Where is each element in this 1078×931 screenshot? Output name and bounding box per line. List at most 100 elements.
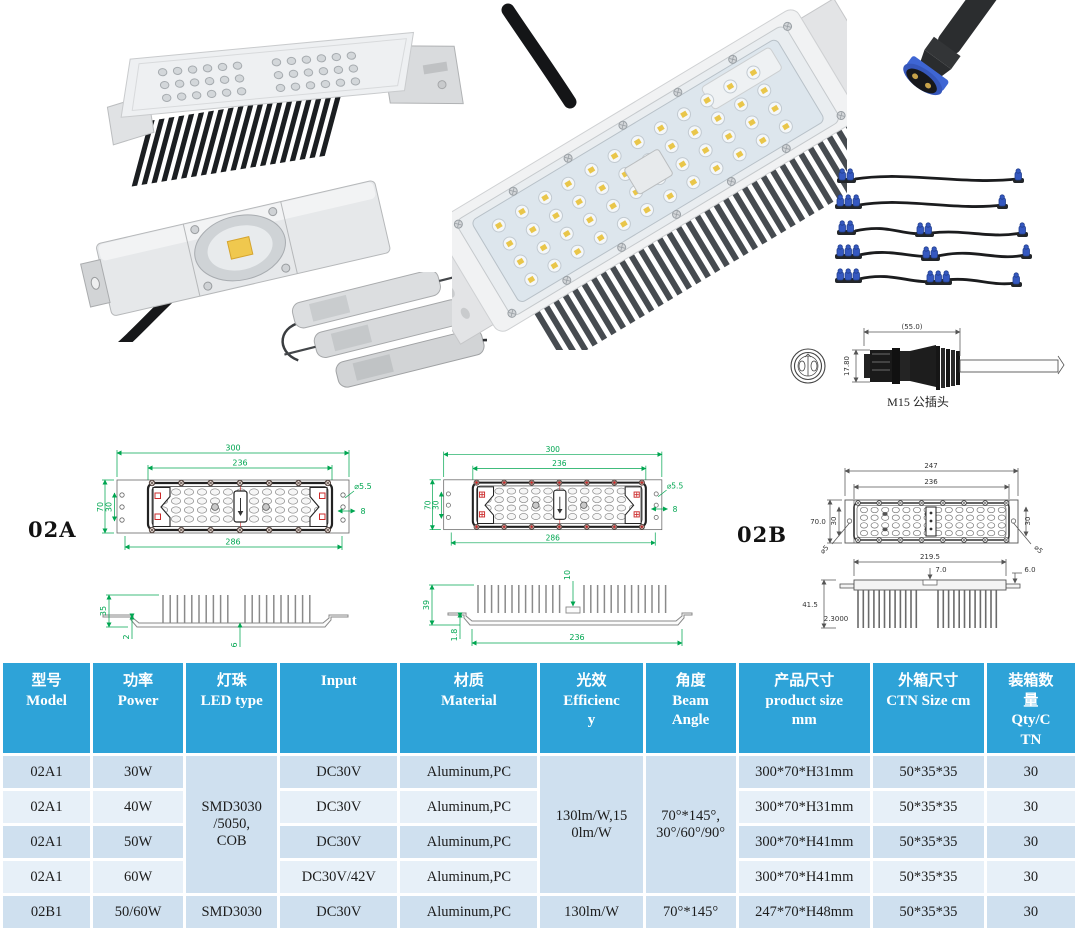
dim-profile-notch: 10 [563, 570, 572, 580]
dim-profile-tab: 1.8 [450, 629, 459, 642]
cell-power: 40W [93, 791, 184, 823]
dim-hole-span: 30 [432, 500, 441, 510]
col-header-qty: 装箱数 量 Qty/C TN [986, 663, 1075, 753]
dim-inner-width: 286 [546, 533, 561, 542]
cell-material: Aluminum,PC [400, 756, 538, 788]
photo-m15-connector [903, 0, 999, 96]
dim-lens-width: 236 [924, 478, 938, 486]
cell-ctn-size: 50*35*35 [872, 756, 984, 788]
pin [925, 82, 932, 89]
connector-handle [937, 0, 999, 54]
dim-profile-height: 41.5 [802, 601, 818, 609]
dim-profile-height: 35 [99, 606, 108, 616]
connector-front-view [790, 348, 826, 384]
dim-inner-width: 286 [225, 538, 240, 547]
cell-qty: 30 [986, 791, 1075, 823]
dim-profile-notch: 7.0 [935, 566, 946, 574]
dim-height: 70 [424, 500, 433, 510]
col-header-product-size: 产品尺寸 product size mm [738, 663, 870, 753]
splitter-cable [835, 244, 1032, 261]
dim-profile-width: 236 [569, 633, 584, 642]
table-row: 02A1 50W DC30V Aluminum,PC 300*70*H41mm … [3, 826, 1075, 858]
cell-model: 02A1 [3, 791, 91, 823]
cell-input: DC30V [280, 791, 398, 823]
cell-power: 60W [93, 861, 184, 893]
col-header-input: Input [280, 663, 398, 753]
dim-profile-base: 2.3000 [824, 615, 849, 623]
dim-outer-width: 300 [546, 445, 561, 454]
cell-power: 50W [93, 826, 184, 858]
dim-outer-width: 300 [225, 444, 240, 453]
splitter-cable [835, 268, 1022, 287]
dim-hole-dia-right: ⌀5 [1033, 544, 1045, 556]
cell-material: Aluminum,PC [400, 896, 538, 928]
cell-model: 02A1 [3, 861, 91, 893]
connector-side-view [864, 345, 1065, 390]
cell-input: DC30V [280, 756, 398, 788]
photo-led-module-large [452, 0, 847, 350]
cell-power: 30W [93, 756, 184, 788]
cell-model: 02A1 [3, 826, 91, 858]
pin [912, 73, 919, 80]
splitter-cable [835, 194, 1008, 209]
cell-ctn-size: 50*35*35 [872, 791, 984, 823]
dim-hole-span-right: 30 [1024, 517, 1032, 526]
dim-hole-offset: 8 [360, 507, 365, 516]
m15-connector-label: M15 公插头 [887, 395, 949, 409]
cell-efficiency: 130lm/W [540, 896, 643, 928]
cell-product-size: 300*70*H41mm [738, 861, 870, 893]
cell-product-size: 247*70*H48mm [738, 896, 870, 928]
dim-hole-offset: 8 [673, 505, 678, 514]
cable [501, 3, 577, 109]
dim-hole-dia-left: ⌀5 [819, 544, 831, 556]
drawing-02a2-top-view: 300 236 70 30 286 ⌀5.5 8 [424, 445, 684, 563]
dim-hole-span-left: 30 [830, 517, 838, 526]
col-header-beam-angle: 角度 Beam Angle [645, 663, 736, 753]
col-header-ctn-size: 外箱尺寸 CTN Size cm [872, 663, 984, 753]
cell-beam-angle: 70°*145° [645, 896, 736, 928]
cell-material: Aluminum,PC [400, 861, 538, 893]
dim-profile-width: 219.5 [920, 553, 940, 561]
drawing-02a2-heatsink-profile: 39 1.8 10 236 [422, 570, 693, 646]
dim-profile-height: 39 [422, 600, 431, 610]
cell-material: Aluminum,PC [400, 826, 538, 858]
dim-height: 70.0 [810, 518, 826, 526]
dim-profile-notch: 6 [230, 642, 239, 647]
col-header-model: 型号 Model [3, 663, 91, 753]
spec-table: 型号 Model 功率 Power 灯珠 LED type Input 材质 M… [0, 660, 1078, 931]
table-row: 02A1 60W DC30V/42V Aluminum,PC 300*70*H4… [3, 861, 1075, 893]
cell-model: 02A1 [3, 756, 91, 788]
table-row: 02A1 40W DC30V Aluminum,PC 300*70*H31mm … [3, 791, 1075, 823]
drawing-02b-heatsink-profile: 219.5 7.0 6.0 41.5 2.3000 [802, 553, 1036, 629]
dim-connector-diameter: 17.80 [843, 356, 851, 376]
cell-input: DC30V [280, 896, 398, 928]
dim-hole-dia: ⌀5.5 [354, 482, 372, 491]
splitter-cable [837, 220, 1028, 237]
cell-ctn-size: 50*35*35 [872, 896, 984, 928]
table-row: 02B1 50/60W SMD3030 DC30V Aluminum,PC 13… [3, 896, 1075, 928]
cell-power: 50/60W [93, 896, 184, 928]
dim-connector-length: (55.0) [901, 323, 922, 331]
col-header-material: 材质 Material [400, 663, 538, 753]
dim-outer-width: 247 [924, 462, 937, 470]
cell-qty: 30 [986, 756, 1075, 788]
drawing-02a-heatsink-profile: 35 2 6 [99, 594, 349, 648]
drawing-label-02a: 02A [28, 517, 77, 542]
cell-qty: 30 [986, 861, 1075, 893]
splitter-cable [837, 168, 1024, 183]
dim-hole-dia: ⌀5.5 [667, 481, 684, 490]
dim-profile-tab: 2 [122, 634, 131, 639]
cell-qty: 30 [986, 826, 1075, 858]
drawing-02b-top-view: 247 236 70.0 30 30 ⌀5 ⌀5 [810, 462, 1045, 556]
cell-led-type: SMD3030 [186, 896, 278, 928]
cell-product-size: 300*70*H31mm [738, 791, 870, 823]
photo-led-drivers [281, 272, 487, 388]
col-header-power: 功率 Power [93, 663, 184, 753]
cell-input: DC30V [280, 826, 398, 858]
cell-ctn-size: 50*35*35 [872, 861, 984, 893]
cell-ctn-size: 50*35*35 [872, 826, 984, 858]
photo-splitter-cables [835, 168, 1032, 287]
drawing-02a-top-view: 300 236 70 30 286 ⌀5.5 8 [96, 444, 372, 563]
cob-chip [226, 236, 254, 260]
